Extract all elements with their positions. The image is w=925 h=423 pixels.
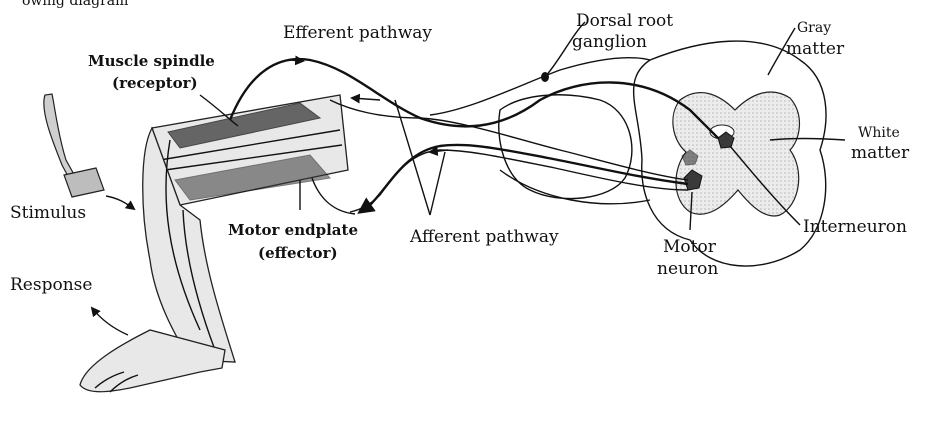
efferent-arrowhead-icon <box>290 60 303 61</box>
label-gray-line2: matter <box>786 39 845 59</box>
label-white-line1: White <box>858 125 900 141</box>
spinal-cord-section <box>634 41 826 266</box>
label-dorsal-root-line2: ganglion <box>572 32 647 52</box>
label-efferent-pathway: Efferent pathway <box>283 23 432 43</box>
response-arrow-icon <box>92 308 128 335</box>
motor-endplate-curve <box>312 178 355 214</box>
label-dorsal-root-line1: Dorsal root <box>576 11 673 31</box>
label-response: Response <box>10 275 92 295</box>
white-matter-leader <box>770 139 845 141</box>
label-motor-endplate-line2: (effector) <box>258 244 338 262</box>
label-gray-line1: Gray <box>797 20 831 36</box>
label-interneuron: Interneuron <box>803 217 907 237</box>
afferent-arrow-top-icon <box>352 98 380 100</box>
label-stimulus: Stimulus <box>10 203 86 223</box>
label-motor-endplate-line1: Motor endplate <box>228 221 358 239</box>
afferent-leader-2 <box>430 152 445 215</box>
label-white-line2: matter <box>851 143 910 163</box>
label-motor-neuron-line1: Motor <box>663 237 717 257</box>
label-muscle-spindle-line2: (receptor) <box>112 74 198 92</box>
label-motor-neuron-line2: neuron <box>657 259 718 279</box>
label-muscle-spindle-line1: Muscle spindle <box>88 52 215 70</box>
reflex-hammer-icon <box>44 94 104 197</box>
label-afferent-pathway: Afferent pathway <box>409 227 559 247</box>
header-partial-text: owing diagram <box>22 0 128 9</box>
stimulus-arrow-icon <box>106 196 134 209</box>
